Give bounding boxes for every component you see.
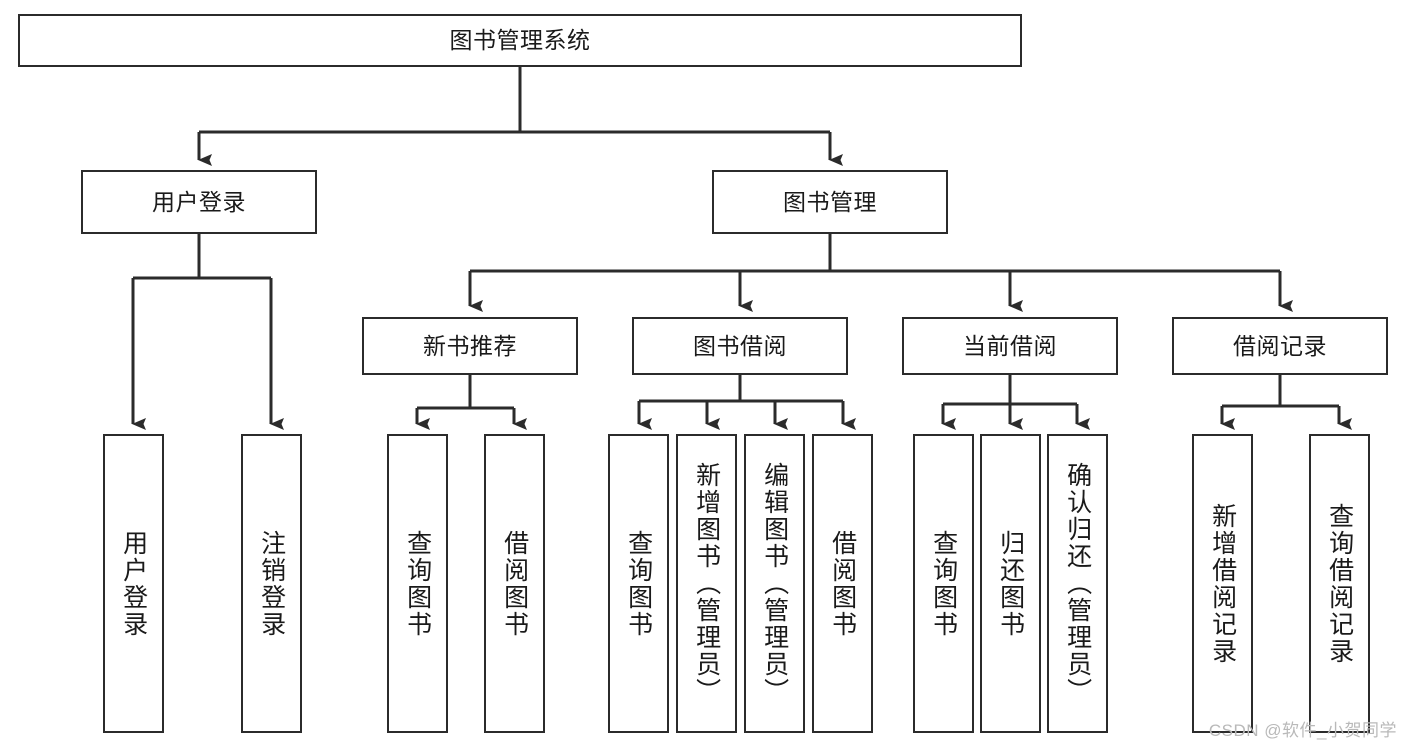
- node-borrow-record[interactable]: 借阅记录: [1172, 317, 1388, 375]
- leaf-new-book-borrow-book[interactable]: 借阅图书: [484, 434, 545, 733]
- leaf-user-login-login[interactable]: 用户登录: [103, 434, 164, 733]
- leaf-current-borrow-query-book[interactable]: 查询图书: [913, 434, 974, 733]
- node-current-borrow[interactable]: 当前借阅: [902, 317, 1118, 375]
- leaf-current-borrow-return-book[interactable]: 归还图书: [980, 434, 1041, 733]
- node-label: 用户登录: [152, 188, 246, 215]
- node-label: 确认归还（管理员）: [1063, 462, 1092, 705]
- node-label: 图书借阅: [693, 332, 787, 359]
- node-label: 图书管理系统: [449, 27, 591, 54]
- node-label: 编辑图书（管理员）: [760, 462, 789, 705]
- node-label: 新增借阅记录: [1208, 502, 1237, 665]
- leaf-user-login-logout[interactable]: 注销登录: [241, 434, 302, 733]
- leaf-borrow-record-query-record[interactable]: 查询借阅记录: [1309, 434, 1370, 733]
- leaf-book-borrow-add-book-admin[interactable]: 新增图书（管理员）: [676, 434, 737, 733]
- leaf-current-borrow-confirm-return-admin[interactable]: 确认归还（管理员）: [1047, 434, 1108, 733]
- node-book-management[interactable]: 图书管理: [712, 170, 948, 234]
- node-label: 用户登录: [119, 529, 148, 638]
- watermark: CSDN @软件_小贺同学: [1208, 721, 1397, 740]
- node-label: 查询借阅记录: [1325, 502, 1354, 665]
- leaf-new-book-query-book[interactable]: 查询图书: [387, 434, 448, 733]
- node-label: 查询图书: [929, 529, 958, 638]
- leaf-book-borrow-query-book[interactable]: 查询图书: [608, 434, 669, 733]
- node-label: 查询图书: [403, 529, 432, 638]
- node-label: 图书管理: [783, 188, 877, 215]
- leaf-book-borrow-edit-book-admin[interactable]: 编辑图书（管理员）: [744, 434, 805, 733]
- node-label: 归还图书: [996, 529, 1025, 638]
- node-user-login[interactable]: 用户登录: [81, 170, 317, 234]
- leaf-book-borrow-borrow-book[interactable]: 借阅图书: [812, 434, 873, 733]
- node-label: 注销登录: [257, 529, 286, 638]
- node-new-book-recommend[interactable]: 新书推荐: [362, 317, 578, 375]
- node-label: 当前借阅: [963, 332, 1057, 359]
- node-root-book-management-system[interactable]: 图书管理系统: [18, 14, 1022, 67]
- node-label: 新书推荐: [423, 332, 517, 359]
- node-label: 查询图书: [624, 529, 653, 638]
- node-label: 新增图书（管理员）: [692, 462, 721, 705]
- node-label: 借阅记录: [1233, 332, 1327, 359]
- node-book-borrow[interactable]: 图书借阅: [632, 317, 848, 375]
- node-label: 借阅图书: [828, 529, 857, 638]
- leaf-borrow-record-add-record[interactable]: 新增借阅记录: [1192, 434, 1253, 733]
- node-label: 借阅图书: [500, 529, 529, 638]
